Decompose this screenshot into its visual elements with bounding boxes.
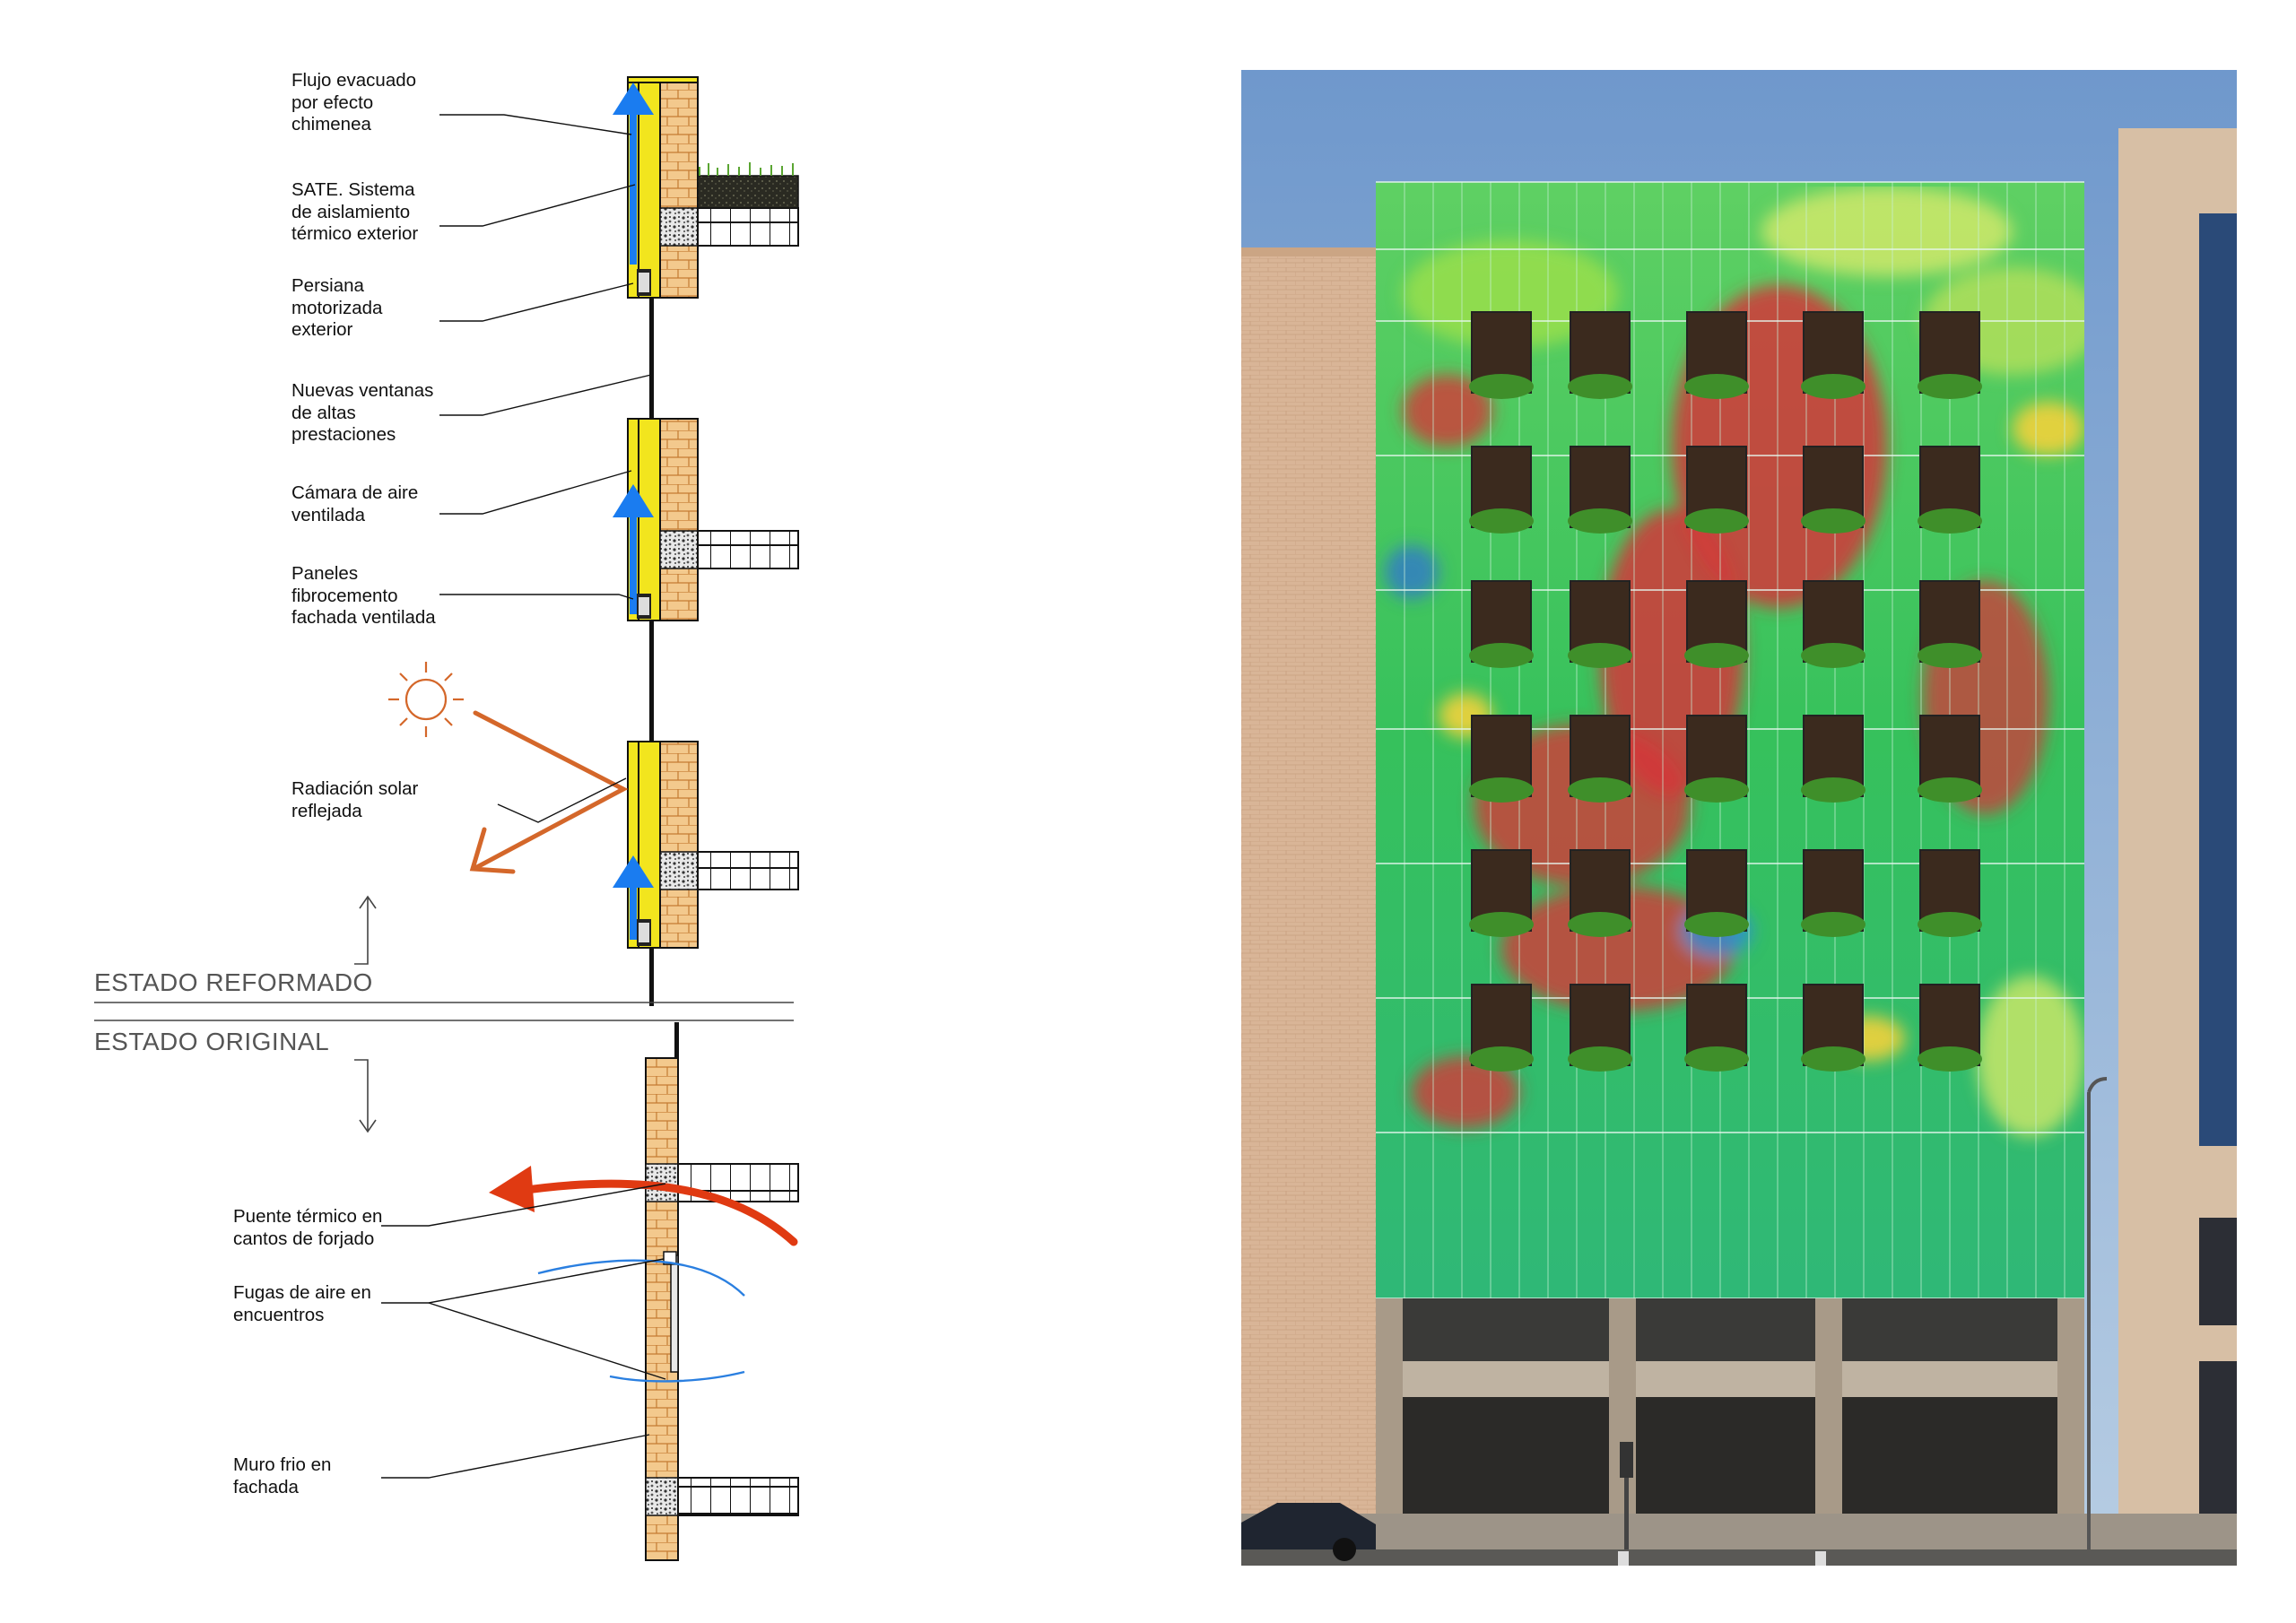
window-planter bbox=[1684, 374, 1749, 399]
green-glass-facade bbox=[1376, 181, 2084, 1299]
label-line: exterior bbox=[291, 319, 353, 340]
facade-windows bbox=[1469, 311, 1982, 1072]
state-original-title: ESTADO ORIGINAL bbox=[94, 1028, 330, 1055]
label-line: ventilada bbox=[291, 504, 366, 525]
floor-module-middle bbox=[627, 418, 799, 621]
label-line: fibrocemento bbox=[291, 585, 398, 606]
floor-module-bottom bbox=[627, 741, 799, 949]
right-neighbor-building bbox=[2118, 128, 2237, 1541]
label-paneles: Paneles fibrocemento fachada ventilada bbox=[291, 563, 436, 629]
label-muro: Muro frio en fachada bbox=[233, 1454, 331, 1498]
window-planter bbox=[1469, 1046, 1534, 1072]
label-persiana: Persiana motorizada exterior bbox=[291, 275, 382, 342]
window-planter bbox=[1568, 643, 1632, 668]
window-planter bbox=[1469, 777, 1534, 803]
window-bottom bbox=[649, 948, 654, 1006]
window-planter bbox=[1684, 1046, 1749, 1072]
label-line: Muro frio en bbox=[233, 1454, 332, 1475]
window-planter bbox=[1469, 643, 1534, 668]
window-planter bbox=[1469, 374, 1534, 399]
window-middle bbox=[649, 621, 654, 742]
label-line: SATE. Sistema bbox=[291, 179, 415, 200]
air-leak-curves-icon bbox=[537, 1259, 745, 1383]
label-sate: SATE. Sistema de aislamiento térmico ext… bbox=[291, 179, 418, 246]
label-line: motorizada bbox=[291, 297, 383, 318]
label-camara: Cámara de aire ventilada bbox=[291, 482, 418, 526]
window-planter bbox=[1684, 508, 1749, 534]
building-facade-photo bbox=[1241, 70, 2237, 1566]
label-puente: Puente térmico en cantos de forjado bbox=[233, 1206, 382, 1250]
window-planter bbox=[1568, 912, 1632, 937]
label-line: de altas bbox=[291, 402, 356, 423]
label-line: fachada ventilada bbox=[291, 607, 436, 628]
window-planter bbox=[1568, 508, 1632, 534]
label-line: de aislamiento bbox=[291, 201, 411, 222]
window-planter bbox=[1801, 643, 1866, 668]
window-planter bbox=[1918, 643, 1982, 668]
window-top bbox=[649, 298, 654, 419]
window-planter bbox=[1801, 912, 1866, 937]
street-lamp bbox=[2087, 1077, 2108, 1549]
label-line: encuentros bbox=[233, 1304, 325, 1325]
window-planter bbox=[1568, 1046, 1632, 1072]
window-planter bbox=[1684, 777, 1749, 803]
window-planter bbox=[1801, 374, 1866, 399]
label-radiacion: Radiación solar reflejada bbox=[291, 778, 418, 822]
window-planter bbox=[1918, 508, 1982, 534]
label-line: Cámara de aire bbox=[291, 482, 419, 503]
window-planter bbox=[1918, 777, 1982, 803]
label-line: Radiación solar bbox=[291, 778, 419, 799]
window-planter bbox=[1918, 912, 1982, 937]
window-planter bbox=[1568, 777, 1632, 803]
window-planter bbox=[1684, 912, 1749, 937]
label-line: térmico exterior bbox=[291, 223, 419, 244]
label-line: Paneles bbox=[291, 563, 359, 584]
window-planter bbox=[1801, 777, 1866, 803]
sun-icon bbox=[388, 662, 464, 737]
label-line: Persiana bbox=[291, 275, 364, 296]
state-reformado-title: ESTADO REFORMADO bbox=[94, 968, 373, 996]
street bbox=[1241, 1549, 2237, 1566]
label-flujo: Flujo evacuado por efecto chimenea bbox=[291, 70, 416, 136]
label-fugas: Fugas de aire en encuentros bbox=[233, 1282, 371, 1326]
window-planter bbox=[1801, 1046, 1866, 1072]
label-line: prestaciones bbox=[291, 424, 396, 445]
label-line: Nuevas ventanas bbox=[291, 380, 434, 401]
crosswalk bbox=[1618, 1551, 1826, 1566]
label-ventanas: Nuevas ventanas de altas prestaciones bbox=[291, 380, 433, 447]
window-planter bbox=[1469, 912, 1534, 937]
window-planter bbox=[1918, 374, 1982, 399]
label-line: chimenea bbox=[291, 114, 371, 135]
ground-floor bbox=[1376, 1298, 2084, 1523]
left-neighbor-building bbox=[1241, 247, 1376, 1527]
sidewalk bbox=[1241, 1514, 2237, 1549]
window-planter bbox=[1684, 643, 1749, 668]
floor-module-top bbox=[627, 82, 799, 299]
window-planter bbox=[1918, 1046, 1982, 1072]
label-line: Flujo evacuado bbox=[291, 70, 417, 91]
label-line: fachada bbox=[233, 1476, 299, 1497]
window-planter bbox=[1801, 508, 1866, 534]
label-line: Fugas de aire en bbox=[233, 1282, 371, 1303]
label-line: Puente térmico en bbox=[233, 1206, 383, 1227]
solar-reflection-arrow-icon bbox=[469, 710, 629, 874]
label-line: por efecto bbox=[291, 91, 374, 113]
label-line: cantos de forjado bbox=[233, 1228, 375, 1249]
window-planter bbox=[1469, 508, 1534, 534]
label-line: reflejada bbox=[291, 800, 362, 821]
parked-car bbox=[1241, 1503, 1376, 1561]
airflow-arrow-icon bbox=[613, 82, 654, 940]
window-planter bbox=[1568, 374, 1632, 399]
thermal-bridge-arrow-icon bbox=[489, 1166, 798, 1246]
original-wall-section bbox=[645, 1022, 799, 1561]
leader-lines bbox=[381, 114, 666, 1479]
state-divider bbox=[94, 895, 794, 1133]
traffic-light bbox=[1620, 1442, 1633, 1549]
